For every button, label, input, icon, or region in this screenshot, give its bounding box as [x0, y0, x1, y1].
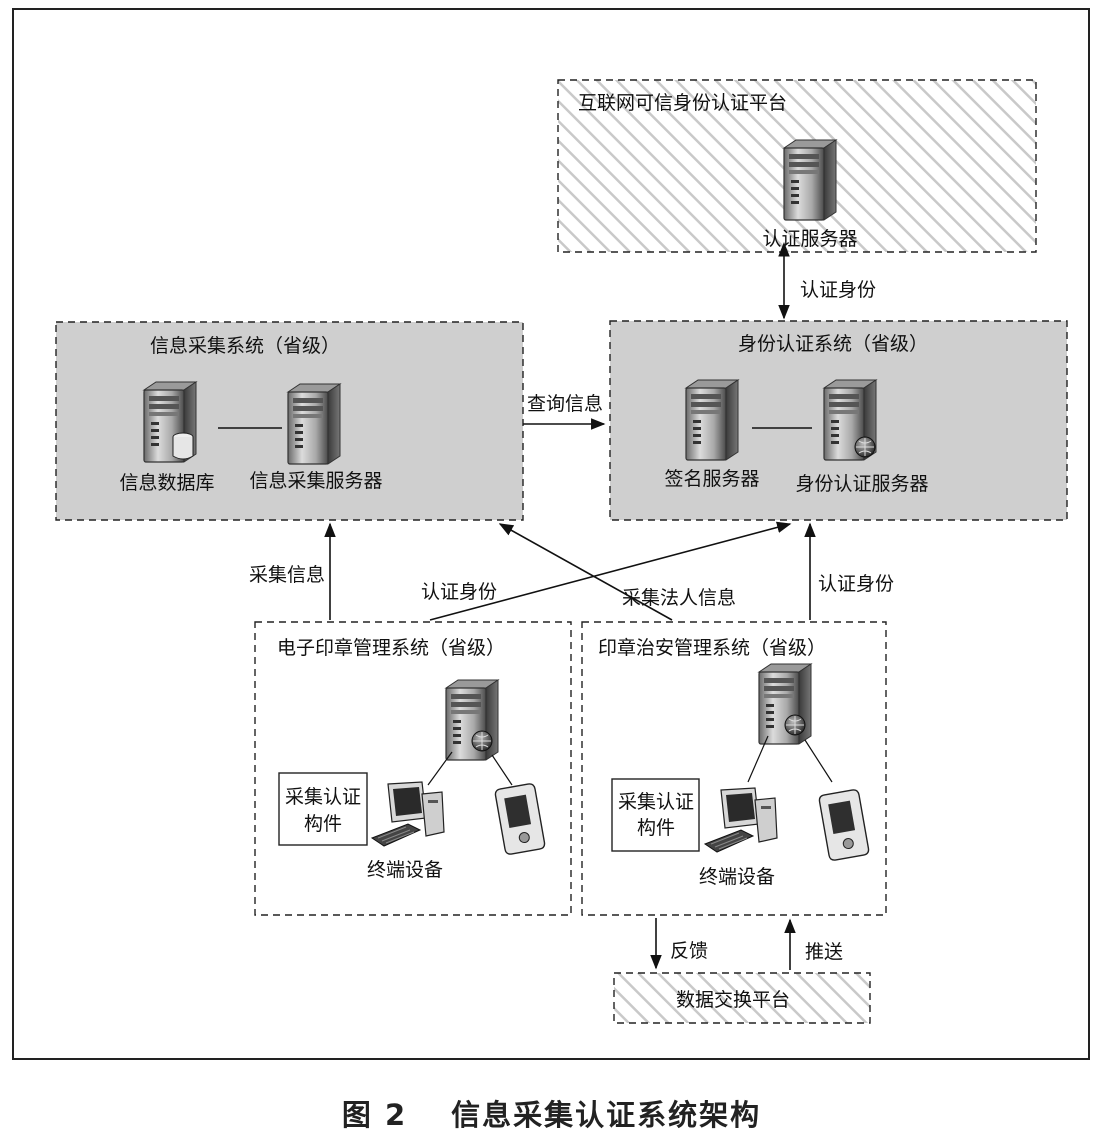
figure-frame — [12, 8, 1090, 1060]
server-to-terminal-link — [747, 735, 769, 783]
globe-icon — [471, 730, 493, 752]
figure-title: 信息采集认证系统架构 — [451, 1098, 762, 1132]
component-label-line1: 采集认证 — [285, 786, 361, 808]
terminal-label: 终端设备 — [367, 859, 443, 881]
edge-collect-legal — [498, 523, 673, 621]
seal-mgmt-title: 电子印章管理系统（省级） — [277, 637, 505, 659]
edge-label-auth-identity-cross: 认证身份 — [421, 581, 497, 603]
terminal-label: 终端设备 — [699, 866, 775, 888]
edge-label-auth-identity-right: 认证身份 — [818, 573, 894, 595]
database-label: 信息数据库 — [119, 472, 214, 494]
internet-auth-platform: 互联网可信身份认证平台 认证服务器 — [557, 79, 1037, 253]
collection-server-icon — [287, 383, 341, 465]
edge-auth-identity-cross — [429, 521, 792, 621]
component-label-line2: 构件 — [304, 813, 342, 835]
edge-label-feedback: 反馈 — [670, 940, 708, 962]
seal-mgmt-server-icon — [445, 679, 499, 761]
exchange-title: 数据交换平台 — [676, 989, 790, 1011]
security-mgmt-title: 印章治安管理系统（省级） — [598, 637, 826, 659]
signature-server-icon — [685, 379, 739, 461]
edge-label-collect-legal: 采集法人信息 — [622, 587, 736, 609]
figure-caption: 图 2 信息采集认证系统架构 — [0, 1092, 1103, 1134]
info-collection-system: 信息采集系统（省级） 信息数据库 信息采集服务器 — [55, 321, 524, 521]
edge-label-push: 推送 — [805, 941, 843, 963]
globe-icon — [854, 436, 876, 458]
identity-auth-server-label: 身份认证服务器 — [795, 473, 928, 495]
server-to-handheld-link — [491, 754, 513, 786]
server-to-terminal-link — [427, 751, 453, 786]
e-seal-management-system: 电子印章管理系统（省级） 采集认证 构件 终端设备 — [254, 621, 572, 916]
identity-auth-system: 身份认证系统（省级） 签名服务器 身份认证服务器 — [609, 320, 1068, 521]
seal-security-management-system: 印章治安管理系统（省级） 采集认证 构件 终端设备 — [581, 621, 887, 916]
edge-label-collect-info: 采集信息 — [249, 564, 325, 586]
auth-system-title: 身份认证系统（省级） — [738, 333, 928, 355]
collection-system-title: 信息采集系统（省级） — [150, 335, 340, 357]
edges: 认证身份 查询信息 采集信息 认证身份 采集法人信息 认证身份 反馈 推送 — [249, 242, 894, 970]
globe-icon — [784, 714, 806, 736]
figure-number: 图 2 — [341, 1098, 408, 1132]
database-cylinder-icon — [172, 432, 194, 460]
edge-label-query-info: 查询信息 — [527, 393, 603, 415]
internet-platform-title: 互联网可信身份认证平台 — [578, 92, 787, 114]
security-mgmt-server-icon — [758, 663, 812, 745]
collection-server-label: 信息采集服务器 — [249, 470, 382, 492]
component-label-line2: 构件 — [637, 817, 675, 839]
server-to-handheld-link — [804, 739, 833, 783]
collect-auth-component-box — [278, 772, 368, 846]
auth-server-label: 认证服务器 — [762, 228, 857, 250]
signature-server-label: 签名服务器 — [664, 468, 759, 490]
collect-auth-component-box — [611, 778, 700, 852]
edge-label-auth-identity-top: 认证身份 — [800, 279, 876, 301]
component-label-line1: 采集认证 — [618, 791, 694, 813]
data-exchange-platform: 数据交换平台 — [613, 972, 871, 1024]
auth-server-icon — [783, 139, 837, 221]
